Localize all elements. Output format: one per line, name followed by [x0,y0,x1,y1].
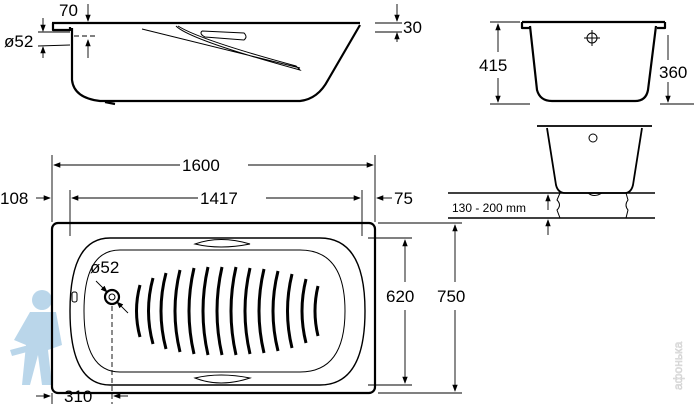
rim-thickness-label: 30 [403,18,422,37]
left-margin-label: 108 [0,189,28,208]
inner-depth-label: 360 [659,63,687,82]
total-height-label: 415 [479,56,507,75]
side-view: 70 30 ø52 [4,1,422,106]
overall-length-label: 1600 [182,156,220,175]
top-view: ø52 1600 1417 108 75 620 750 310 [0,155,465,404]
inner-width-label: 620 [386,287,414,306]
drain-offset-label: 310 [64,387,92,404]
drain-diameter-label: ø52 [90,258,119,277]
inner-length-label: 1417 [200,189,238,208]
overflow-diameter-label: ø52 [4,32,33,51]
rim-offset-label: 70 [59,1,78,20]
leg-height-range-label: 130 - 200 mm [452,201,526,215]
overall-width-label: 750 [437,287,465,306]
drain-icon [95,280,129,314]
legs-view: 130 - 200 mm [448,125,655,235]
anti-slip-ribs [135,266,320,356]
watermark-text: афонька [671,341,685,390]
end-view: 415 360 [479,20,694,105]
right-margin-label: 75 [394,189,413,208]
plumber-mascot-watermark [10,290,62,385]
